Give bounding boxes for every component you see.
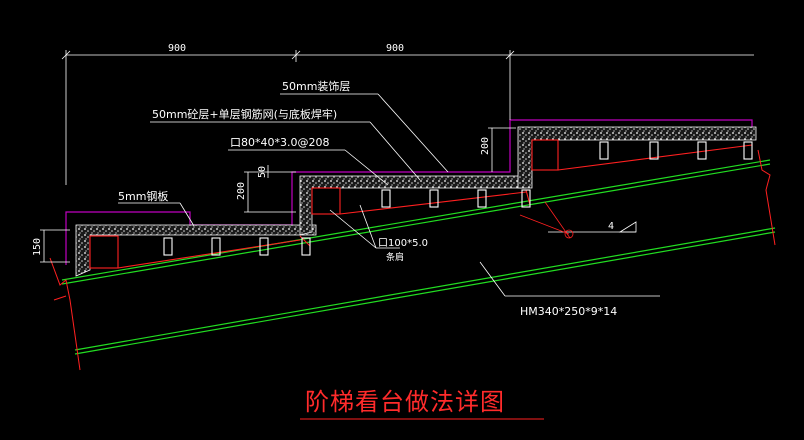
step-outline — [65, 119, 753, 265]
label-plate: 5mm钢板 — [118, 189, 168, 203]
tube-sections — [163, 141, 753, 256]
vertical-dimensions — [40, 127, 516, 263]
dim-rise-right: 200 — [480, 137, 491, 155]
label-mortar-mesh: 50mm砼层+单层钢筋网(与底板焊牢) — [152, 107, 337, 121]
label-finish-layer: 50mm装饰层 — [282, 79, 350, 93]
slope-marker — [519, 201, 637, 239]
drawing-title: 阶梯看台做法详图 — [305, 388, 505, 416]
dim-rise-left: 150 — [32, 238, 43, 256]
dim-rise-mid: 200 — [236, 182, 247, 200]
dim-span-left: 900 — [168, 43, 186, 54]
slope-value: 4 — [608, 221, 614, 232]
concrete-bands — [75, 126, 757, 277]
leader-lines — [118, 93, 660, 297]
label-beam: HM340*250*9*14 — [520, 305, 617, 318]
steel-frames — [89, 139, 753, 269]
green-beam-lines — [61, 159, 776, 355]
top-dimension — [61, 50, 754, 185]
label-pipe-b: 条肩 — [386, 251, 404, 263]
break-lines — [49, 149, 776, 371]
label-pipe-a: 口100*5.0 — [378, 238, 428, 249]
dim-gap-small: 50 — [257, 166, 268, 178]
label-tube: 口80*40*3.0@208 — [230, 136, 329, 149]
dim-span-right: 900 — [386, 43, 404, 54]
